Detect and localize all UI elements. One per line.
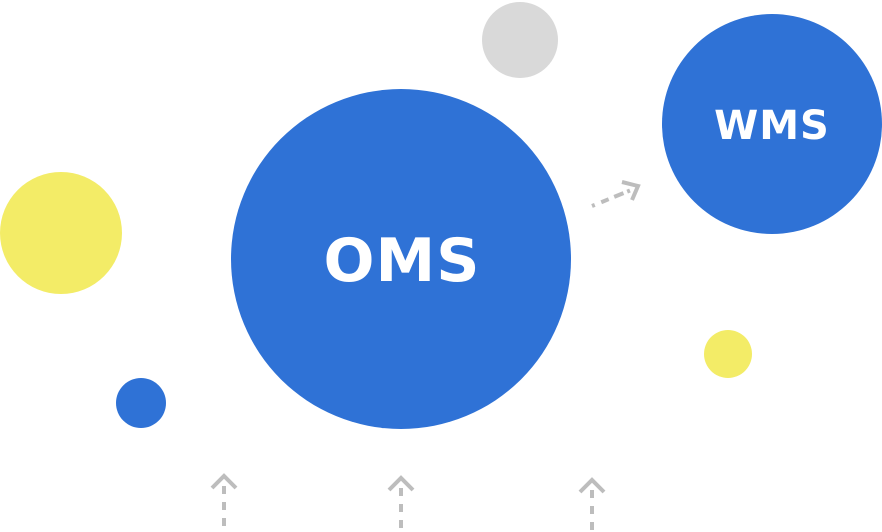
wms-node — [662, 14, 882, 234]
arrow-oms-to-wms-icon — [591, 180, 641, 208]
arrow-up-left-icon — [210, 473, 238, 532]
wms-label: WMS — [714, 103, 830, 149]
oms-node — [231, 89, 571, 429]
oms-label: OMS — [323, 226, 481, 296]
decorative-blue-circle-small — [116, 378, 166, 428]
decorative-yellow-circle-small — [704, 330, 752, 378]
decorative-gray-circle — [482, 2, 558, 78]
arrow-up-right-icon — [578, 477, 606, 532]
decorative-yellow-circle-large — [0, 172, 122, 294]
arrow-up-center-icon — [387, 475, 415, 532]
